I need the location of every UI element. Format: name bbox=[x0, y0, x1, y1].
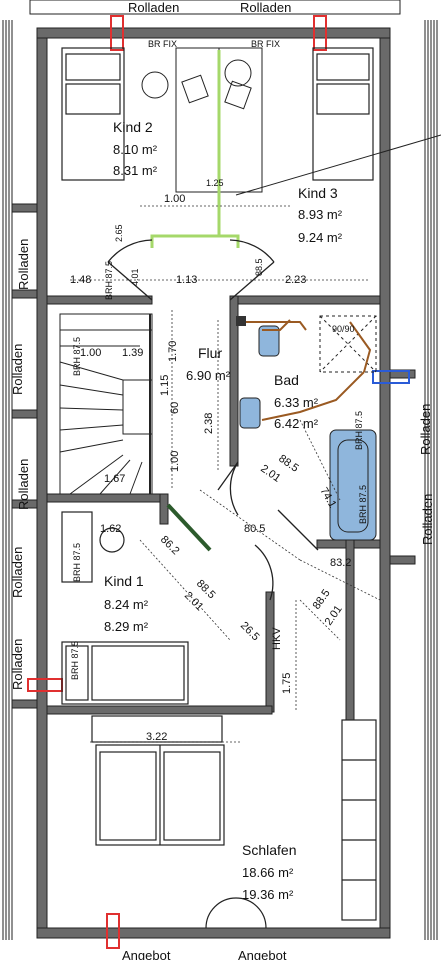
inner-walls bbox=[46, 295, 381, 721]
green-partition bbox=[150, 50, 240, 248]
roof-hatching-left bbox=[0, 0, 36, 960]
rolladen-top-left: Rolladen bbox=[128, 0, 179, 15]
schlafen-name: Schlafen bbox=[242, 842, 296, 858]
dim-885b: 88.5 bbox=[276, 453, 300, 475]
dim-115: 1.15 bbox=[159, 375, 171, 396]
dim-167: 1.67 bbox=[104, 473, 125, 485]
staircase bbox=[59, 313, 153, 495]
shaft bbox=[236, 316, 246, 326]
bad-name: Bad bbox=[274, 372, 299, 388]
kind1-area1: 8.24 m² bbox=[104, 597, 149, 612]
kind2-bed bbox=[61, 47, 125, 181]
window-markers bbox=[27, 15, 327, 949]
leader-line bbox=[235, 134, 441, 196]
kind3-bed bbox=[312, 47, 374, 181]
kind1-area2: 8.29 m² bbox=[104, 619, 149, 634]
dim-201c: 2.01 bbox=[323, 603, 345, 627]
brh-bad: BRH 87.5 bbox=[354, 411, 364, 450]
schlafen-area1: 18.66 m² bbox=[242, 865, 294, 880]
angebot-right: Angebot bbox=[238, 948, 287, 960]
dim-90: 90/90 bbox=[332, 324, 355, 334]
dim-265b: 26.5 bbox=[238, 620, 262, 644]
dim-175: 1.75 bbox=[281, 673, 293, 694]
br-fix-kind3: BR FIX bbox=[251, 39, 280, 49]
kind2-area2: 8.31 m² bbox=[113, 163, 158, 178]
kind2-area1: 8.10 m² bbox=[113, 142, 158, 157]
dormer-walls bbox=[11, 203, 416, 709]
dimension-lines bbox=[70, 205, 381, 743]
top-roof-bar bbox=[29, 0, 401, 15]
dim-148: 1.48 bbox=[70, 274, 91, 286]
dim-865: 86.2 bbox=[158, 534, 182, 558]
kind2-name: Kind 2 bbox=[113, 119, 153, 135]
dim-885d: 88.5 bbox=[311, 587, 333, 611]
brh-bad2: BRH 87.5 bbox=[358, 485, 368, 524]
brh-k1: BRH 87.5 bbox=[72, 543, 82, 582]
flur-name: Flur bbox=[198, 345, 222, 361]
dim-100-mid: 1.00 bbox=[169, 451, 181, 472]
kind3-area2: 9.24 m² bbox=[298, 230, 343, 245]
dim-170: 1.70 bbox=[167, 341, 179, 362]
angebot-left: Angebot bbox=[122, 948, 171, 960]
dim-125: 1.25 bbox=[206, 178, 224, 188]
desk-chairs bbox=[141, 47, 263, 193]
rolladen-left-2: Rolladen bbox=[10, 344, 25, 395]
kind1-name: Kind 1 bbox=[104, 573, 144, 589]
dim-100-flur: 1.00 bbox=[80, 347, 101, 359]
flur-area1: 6.90 m² bbox=[186, 368, 231, 383]
bad-area1: 6.33 m² bbox=[274, 395, 319, 410]
doors-upper bbox=[107, 239, 275, 301]
brh-flur: BRH 87.5 bbox=[72, 337, 82, 376]
kind3-area1: 8.93 m² bbox=[298, 207, 343, 222]
dim-162: 1.62 bbox=[100, 523, 121, 535]
bad-window-marker bbox=[372, 370, 410, 384]
kind1-furniture bbox=[61, 511, 189, 705]
schlafen-furniture bbox=[91, 715, 377, 929]
dim-805: 80.5 bbox=[244, 523, 265, 535]
doors-flur bbox=[166, 461, 319, 601]
dim-238: 2.38 bbox=[203, 413, 215, 434]
outer-walls bbox=[36, 27, 391, 939]
dim-223: 2.23 bbox=[285, 274, 306, 286]
rolladen-top-right: Rolladen bbox=[240, 0, 291, 15]
pipes bbox=[240, 319, 372, 421]
rolladen-left-3: Rolladen bbox=[10, 547, 25, 598]
br-fix-kind2: BR FIX bbox=[148, 39, 177, 49]
dim-201a: 2.01 bbox=[258, 463, 282, 485]
dim-885a: 88.5 bbox=[254, 258, 264, 276]
rolladen-left-5: Rolladen bbox=[16, 459, 31, 510]
dim-139: 1.39 bbox=[122, 347, 143, 359]
schlafen-area2: 19.36 m² bbox=[242, 887, 294, 902]
dim-322: 3.22 bbox=[146, 731, 167, 743]
rolladen-right-2: Rolladen bbox=[420, 494, 435, 545]
roof-hatching-right bbox=[424, 20, 438, 940]
rolladen-left-4: Rolladen bbox=[10, 639, 25, 690]
dim-265: 2.65 bbox=[114, 224, 124, 242]
kind3-name: Kind 3 bbox=[298, 185, 338, 201]
brh-k3: BRH 87.5 bbox=[104, 261, 114, 300]
dim-113: 1.13 bbox=[176, 274, 197, 286]
bad-area2: 6.42 m² bbox=[274, 416, 319, 431]
rolladen-left-1: Rolladen bbox=[16, 239, 31, 290]
dim-60: 60 bbox=[169, 402, 181, 414]
dim-100-top: 1.00 bbox=[164, 193, 185, 205]
rolladen-right-1: Rolladen bbox=[418, 404, 433, 455]
hkv-label: HKV bbox=[271, 627, 283, 650]
dim-832: 83.2 bbox=[330, 557, 351, 569]
brh-k1b: BRH 87.5 bbox=[70, 641, 80, 680]
dim-401: 4.01 bbox=[130, 268, 140, 286]
bad-fixtures bbox=[239, 315, 377, 541]
